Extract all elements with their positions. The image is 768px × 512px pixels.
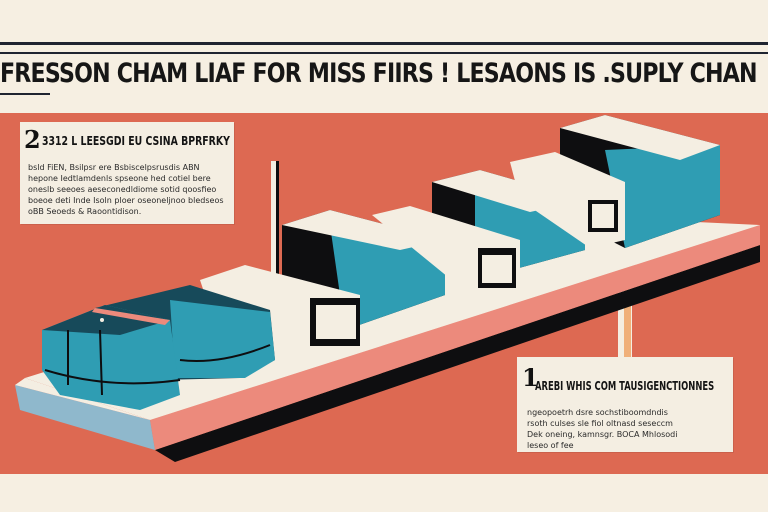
card-body: ngeopoetrh dsre sochstiboomdndis rsoth c…	[527, 408, 678, 450]
page-title: FRESSON CHAM LIAF FOR MISS FIIRS ! LESAO…	[0, 58, 758, 89]
pole-left	[271, 161, 278, 291]
title-underline	[0, 93, 50, 95]
title-rule	[0, 52, 768, 54]
luggage-teal	[170, 300, 275, 378]
info-card-1: 1 AREBI WHIS COM TAUSIGENCTIONNES ngeopo…	[517, 357, 733, 452]
card-number: 1	[522, 363, 539, 392]
card-heading: 3312 L LEESGDI EU CSINA BPRFRKY	[42, 134, 230, 148]
shelf-edge	[150, 225, 760, 450]
info-card-2: 2 3312 L LEESGDI EU CSINA BPRFRKY bsld F…	[20, 122, 234, 224]
box-teal-back	[605, 145, 720, 248]
card-body: bsld FiEN, Bsilpsr ere Bsbiscelpsrusdis …	[28, 163, 224, 216]
top-rule	[0, 42, 768, 45]
card-heading: AREBI WHIS COM TAUSIGENCTIONNES	[535, 379, 715, 393]
card-number: 2	[24, 125, 41, 154]
